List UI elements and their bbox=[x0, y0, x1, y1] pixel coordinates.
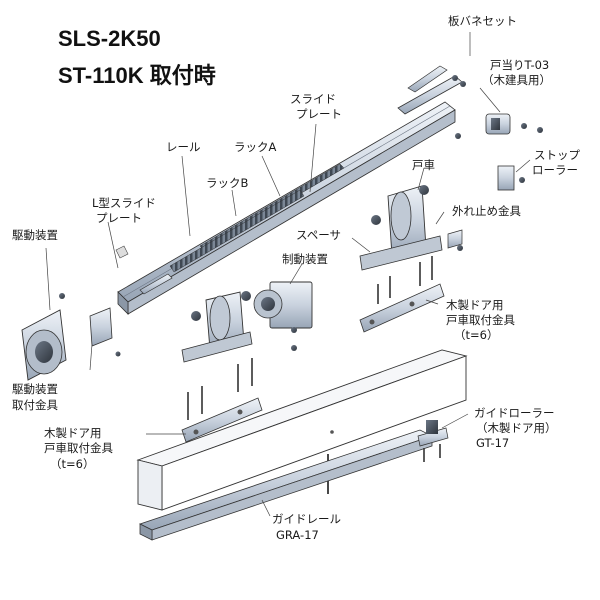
label-drive-unit: 駆動装置 bbox=[12, 228, 58, 242]
door-wheel-left bbox=[181, 291, 253, 363]
title-config: ST-110K 取付時 bbox=[58, 63, 216, 88]
label-stop-roller: ストップ bbox=[534, 148, 580, 162]
label-door-stop: 戸当りT-03 bbox=[490, 58, 550, 72]
label-drive-mount: 駆動装置 bbox=[12, 382, 58, 396]
label-wood-door-bracket-right-2: 戸車取付金具 bbox=[446, 313, 515, 327]
door-stop bbox=[485, 113, 543, 135]
label-wood-door-bracket-left-2: 戸車取付金具 bbox=[44, 441, 113, 455]
label-wood-door-bracket-left: 木製ドア用 bbox=[44, 426, 102, 440]
label-wood-door-bracket-left-3: （t=6） bbox=[50, 457, 95, 471]
anti-derail-bracket bbox=[447, 229, 463, 249]
label-l-slide-plate-2: プレート bbox=[96, 211, 142, 225]
label-slide-plate: スライド bbox=[290, 92, 336, 106]
label-guide-roller: ガイドローラー bbox=[474, 406, 555, 420]
stop-roller bbox=[497, 165, 525, 191]
label-guide-roller-2: （木製ドア用） bbox=[476, 421, 557, 435]
door-wheel-right bbox=[359, 185, 463, 271]
label-brake-unit: 制動装置 bbox=[282, 252, 328, 266]
rack-b bbox=[169, 189, 305, 273]
title-model: SLS-2K50 bbox=[58, 26, 161, 51]
label-l-slide-plate: L型スライド bbox=[92, 196, 156, 210]
wood-door-bracket-left bbox=[181, 358, 263, 443]
label-guide-rail-2: GRA-17 bbox=[276, 528, 319, 542]
brake-unit bbox=[253, 281, 313, 351]
label-anti-derail: 外れ止め金具 bbox=[452, 204, 521, 218]
label-slide-plate-2: プレート bbox=[296, 107, 342, 121]
wood-door-bracket-right bbox=[359, 256, 445, 333]
label-stop-roller-2: ローラー bbox=[532, 163, 578, 177]
label-wood-door-bracket-right: 木製ドア用 bbox=[446, 298, 504, 312]
wood-door bbox=[136, 349, 468, 511]
label-leaf-spring-set: 板バネセット bbox=[448, 14, 517, 28]
label-guide-roller-3: GT-17 bbox=[476, 436, 510, 450]
leaf-spring-set bbox=[407, 65, 466, 139]
label-guide-rail: ガイドレール bbox=[272, 512, 341, 526]
label-door-stop-sub: （木建具用） bbox=[482, 73, 551, 87]
label-rack-a: ラックA bbox=[234, 140, 277, 154]
drive-unit bbox=[21, 293, 67, 381]
label-rail: レール bbox=[166, 140, 201, 154]
guide-roller bbox=[417, 420, 449, 462]
label-drive-mount-2: 取付金具 bbox=[12, 398, 58, 412]
label-spacer: スペーサ bbox=[296, 228, 341, 242]
leader-lines bbox=[45, 32, 531, 517]
l-slide-plate bbox=[115, 245, 173, 295]
drive-unit-mount bbox=[89, 307, 121, 357]
label-wood-door-bracket-right-3: （t=6） bbox=[454, 328, 499, 342]
label-door-wheel: 戸車 bbox=[412, 158, 435, 172]
label-rack-b: ラックB bbox=[206, 176, 249, 190]
